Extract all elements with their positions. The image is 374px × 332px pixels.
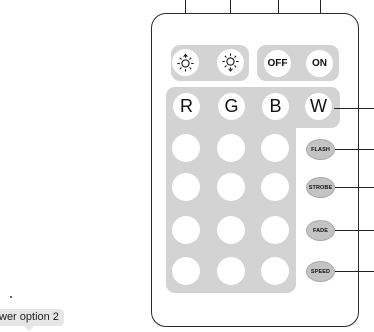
brightness-down-button[interactable] xyxy=(217,49,244,76)
brightness-down-icon xyxy=(221,53,240,72)
tooltip: wer option 2 xyxy=(0,309,64,326)
leader-line-fade xyxy=(335,230,374,231)
blue-button-label: B xyxy=(269,96,282,116)
leader-line-speed xyxy=(335,271,374,272)
leader-line-flash xyxy=(335,149,374,150)
brightness-up-button[interactable] xyxy=(172,49,199,76)
flash-button[interactable]: FLASH xyxy=(306,139,335,160)
white-button-label: W xyxy=(310,96,327,116)
blue-button[interactable]: B xyxy=(262,93,289,120)
fade-button-label: FADE xyxy=(312,227,329,234)
tooltip-tail xyxy=(24,326,34,331)
color-preset-button[interactable] xyxy=(261,216,289,244)
leader-line-white xyxy=(334,108,374,109)
color-preset-button[interactable] xyxy=(261,134,289,162)
strobe-button[interactable]: STROBE xyxy=(306,177,335,198)
color-preset-button[interactable] xyxy=(172,134,200,162)
color-preset-button[interactable] xyxy=(172,216,200,244)
on-button[interactable]: ON xyxy=(306,50,333,77)
strobe-button-label: STROBE xyxy=(308,184,333,191)
red-button[interactable]: R xyxy=(173,93,200,120)
fade-button[interactable]: FADE xyxy=(306,220,335,241)
color-preset-button[interactable] xyxy=(172,257,200,285)
flash-button-label: FLASH xyxy=(311,146,330,153)
color-preset-button[interactable] xyxy=(172,173,200,201)
color-preset-button[interactable] xyxy=(217,173,245,201)
brightness-up-icon xyxy=(176,53,195,72)
marker-dot xyxy=(10,296,12,298)
off-button[interactable]: OFF xyxy=(264,50,291,77)
red-button-label: R xyxy=(180,96,193,116)
color-preset-button[interactable] xyxy=(217,134,245,162)
color-preset-button[interactable] xyxy=(261,173,289,201)
color-preset-button[interactable] xyxy=(217,257,245,285)
green-button-label: G xyxy=(224,96,239,116)
off-button-label: OFF xyxy=(267,58,288,69)
speed-button[interactable]: SPEED xyxy=(306,261,335,282)
color-preset-button[interactable] xyxy=(217,216,245,244)
color-preset-button[interactable] xyxy=(261,257,289,285)
on-button-label: ON xyxy=(312,58,327,69)
green-button[interactable]: G xyxy=(218,93,245,120)
speed-button-label: SPEED xyxy=(310,268,331,275)
white-button[interactable]: W xyxy=(305,93,332,120)
tooltip-text: wer option 2 xyxy=(0,311,59,323)
leader-line-strobe xyxy=(335,187,374,188)
